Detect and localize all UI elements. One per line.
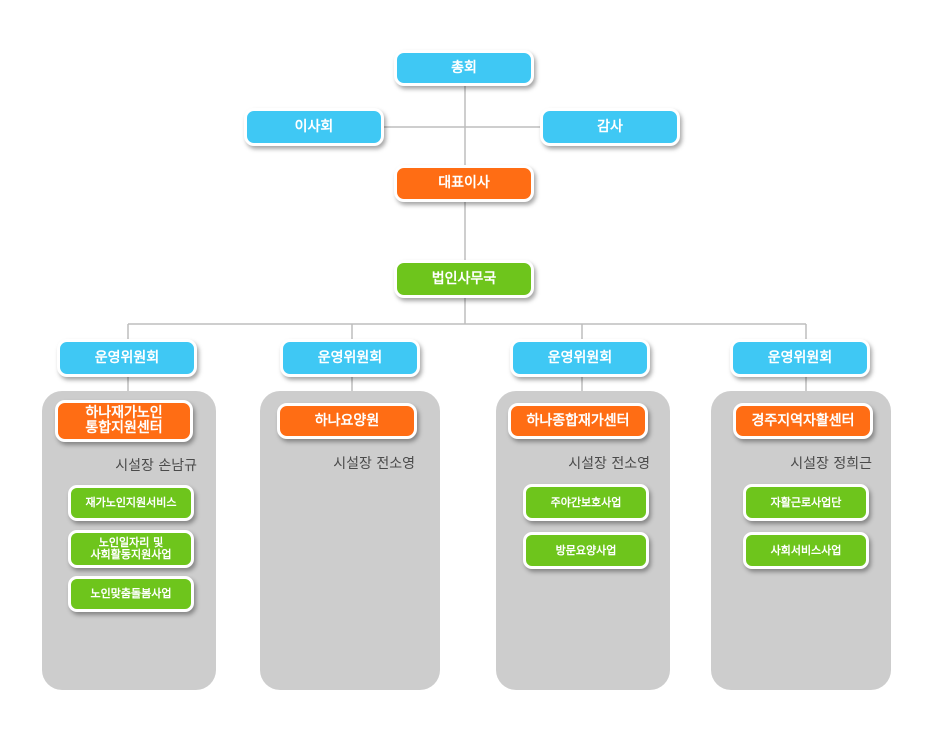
committee-box-3: 운영위원회 [510,339,650,377]
facility-box-4: 경주지역자활센터 [733,403,873,439]
ceo-label: 대표이사 [438,175,490,192]
board-box: 이사회 [244,108,384,146]
auditor-label: 감사 [597,118,623,135]
service-box: 방문요양사업 [523,532,649,569]
service-box: 노인맞춤돌봄사업 [68,576,194,612]
facility-label: 하나요양원 [314,412,380,429]
service-label-line1: 노인일자리 및 [98,536,164,550]
facility-label: 경주지역자활센터 [751,412,855,429]
committee-box-2: 운영위원회 [280,339,420,377]
general-assembly-box: 총회 [394,50,534,86]
committee-label: 운영위원회 [317,349,383,366]
service-box: 자활근로사업단 [743,484,869,521]
committee-box-1: 운영위원회 [57,339,197,377]
board-label: 이사회 [294,118,334,135]
committee-label: 운영위원회 [767,349,833,366]
facility-label: 하나종합재가센터 [526,412,630,429]
director-label-4: 시설장 정희근 [790,456,872,472]
committee-label: 운영위원회 [547,349,613,366]
auditor-box: 감사 [540,108,680,146]
service-label: 자활근로사업단 [770,495,842,509]
secretariat-box: 법인사무국 [394,260,534,298]
service-label: 주야간보호사업 [550,495,622,509]
service-label: 방문요양사업 [555,543,617,557]
service-box: 재가노인지원서비스 [68,485,194,521]
director-label-3: 시설장 전소영 [568,456,650,472]
service-label: 재가노인지원서비스 [85,496,177,510]
branch-panel-2 [260,391,440,690]
committee-box-4: 운영위원회 [730,339,870,377]
service-label: 노인맞춤돌봄사업 [90,587,172,601]
secretariat-label: 법인사무국 [431,270,497,287]
general-assembly-label: 총회 [451,59,477,76]
facility-label-line1: 하나재가노인 [85,405,163,422]
service-box: 노인일자리 및 사회활동지원사업 [68,530,194,568]
committee-label: 운영위원회 [94,349,160,366]
facility-box-3: 하나종합재가센터 [508,403,648,439]
facility-box-1: 하나재가노인 통합지원센터 [55,400,193,442]
facility-label-line2: 통합지원센터 [85,420,163,436]
facility-box-2: 하나요양원 [277,403,417,439]
director-label-1: 시설장 손남규 [115,458,197,474]
service-box: 주야간보호사업 [523,484,649,521]
service-box: 사회서비스사업 [743,532,869,569]
director-label-2: 시설장 전소영 [333,456,415,472]
service-label: 사회서비스사업 [770,543,842,557]
ceo-box: 대표이사 [394,165,534,202]
service-label-line2: 사회활동지원사업 [90,548,172,561]
